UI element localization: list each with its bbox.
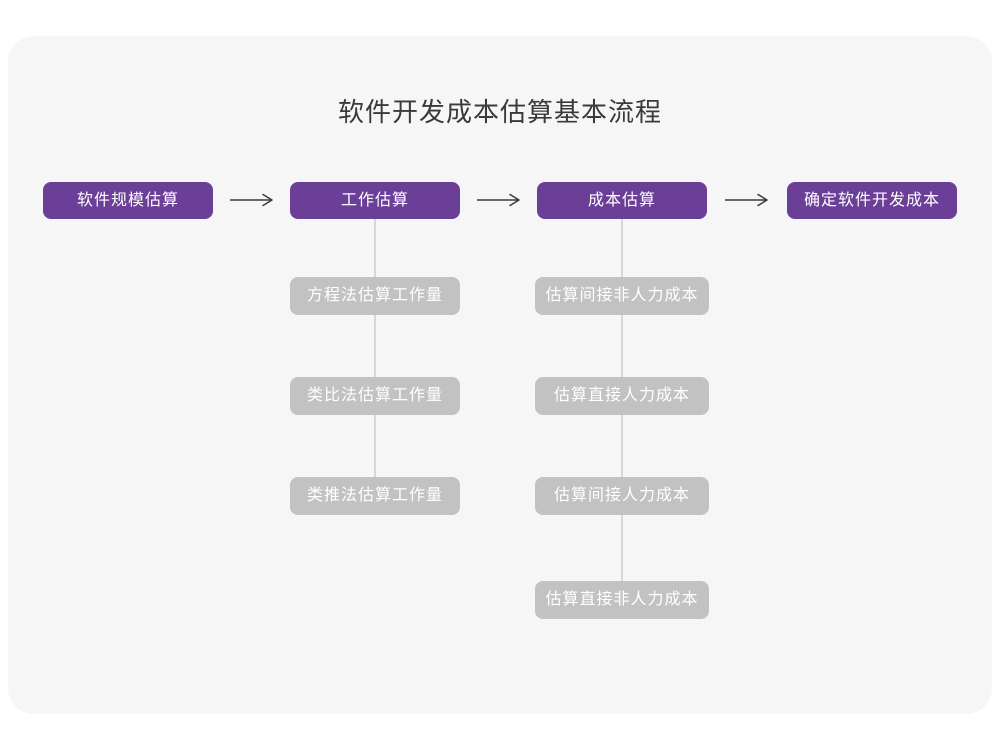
stage-node-software-size-estimation: 软件规模估算 <box>43 182 213 219</box>
substep-label: 类比法估算工作量 <box>306 387 443 404</box>
arrow-right-icon <box>230 193 273 207</box>
stage-node-determine-dev-cost: 确定软件开发成本 <box>787 182 957 219</box>
substep-label: 估算直接人力成本 <box>553 387 690 404</box>
substep-label: 类推法估算工作量 <box>306 487 443 504</box>
connector-line-work-estimation <box>374 218 376 480</box>
substep-label: 估算直接非人力成本 <box>545 591 699 608</box>
arrow-right-icon <box>725 193 768 207</box>
stage-label: 确定软件开发成本 <box>803 192 940 209</box>
substep-node-extrapolation-method: 类推法估算工作量 <box>290 477 460 515</box>
substep-label: 估算间接非人力成本 <box>545 287 699 304</box>
substep-node-direct-nonlabor-cost: 估算直接非人力成本 <box>535 581 709 619</box>
diagram-title: 软件开发成本估算基本流程 <box>337 97 662 127</box>
substep-label: 方程法估算工作量 <box>306 287 443 304</box>
stage-node-cost-estimation: 成本估算 <box>537 182 707 219</box>
stage-node-work-estimation: 工作估算 <box>290 182 460 219</box>
stage-label: 软件规模估算 <box>76 192 179 209</box>
substep-node-direct-labor-cost: 估算直接人力成本 <box>535 377 709 415</box>
stage-label: 工作估算 <box>340 192 409 209</box>
flowchart-card <box>8 36 992 714</box>
substep-node-equation-method: 方程法估算工作量 <box>290 277 460 315</box>
substep-node-indirect-labor-cost: 估算间接人力成本 <box>535 477 709 515</box>
stage-label: 成本估算 <box>587 192 656 209</box>
arrow-right-icon <box>477 193 520 207</box>
substep-node-analogy-method: 类比法估算工作量 <box>290 377 460 415</box>
substep-node-indirect-nonlabor-cost: 估算间接非人力成本 <box>535 277 709 315</box>
substep-label: 估算间接人力成本 <box>553 487 690 504</box>
